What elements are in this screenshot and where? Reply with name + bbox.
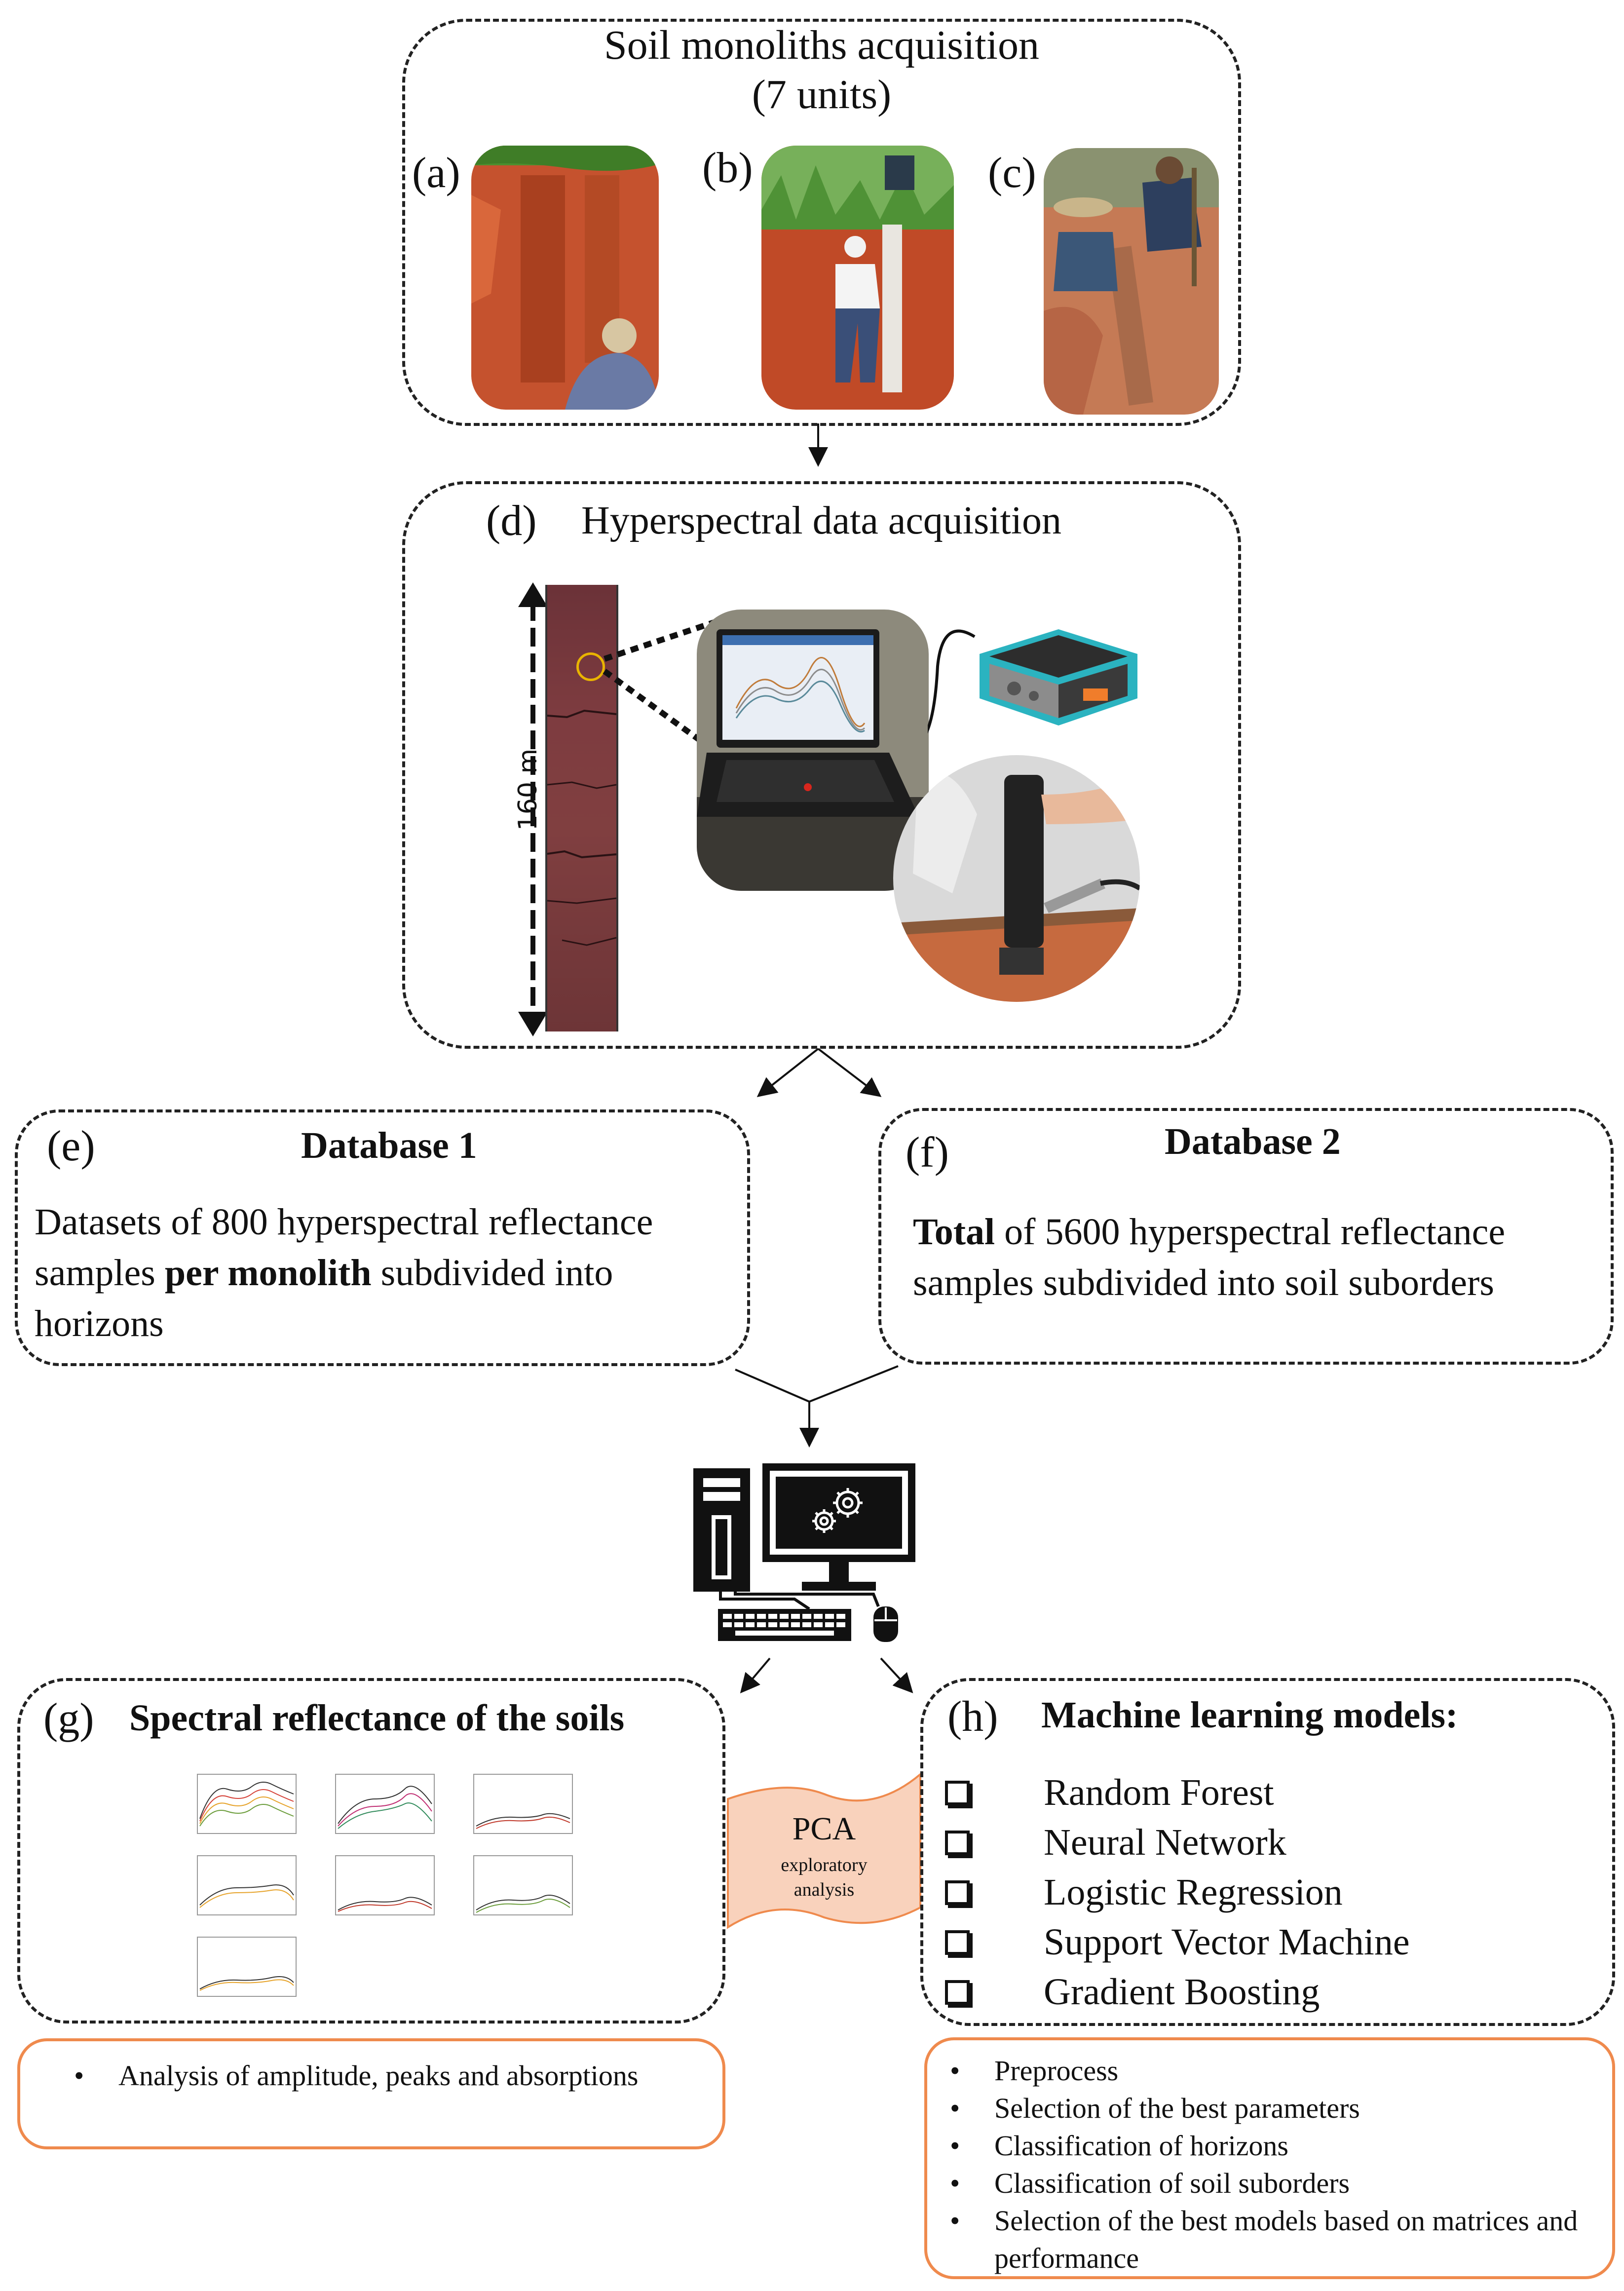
ml-models-list: Random Forest Neural Network Logistic Re…	[945, 1768, 1601, 2017]
database2-box	[878, 1108, 1614, 1365]
pca-line1: exploratory	[781, 1855, 868, 1875]
ml-model-label: Logistic Regression	[1044, 1871, 1343, 1913]
spectral-label: (g)	[43, 1695, 94, 1743]
photo-laptop-spectra	[697, 610, 929, 891]
checkbox-icon	[945, 1930, 970, 1955]
zoom-lines	[603, 609, 746, 758]
line-db2-to-merge	[809, 1365, 899, 1403]
ml-step-item: Classification of soil suborders	[930, 2165, 1606, 2202]
photo-label-b: (b)	[702, 144, 753, 192]
photo-monolith-field-c	[1044, 148, 1219, 415]
ml-model-label: Support Vector Machine	[1044, 1921, 1410, 1963]
photo-contact-probe	[893, 755, 1140, 1002]
pca-shape	[725, 1769, 923, 1937]
database1-label: (e)	[47, 1122, 95, 1170]
spectral-title: Spectral reflectance of the soils	[129, 1697, 625, 1739]
database1-title: Database 1	[301, 1125, 477, 1166]
ml-steps-box	[924, 2037, 1615, 2279]
pca-title: PCA	[792, 1811, 856, 1847]
spectral-notes-box	[17, 2038, 725, 2149]
line-db1-to-merge	[735, 1369, 810, 1403]
ml-steps-list: Preprocess Selection of the best paramet…	[930, 2052, 1606, 2277]
ml-model-label: Random Forest	[1044, 1772, 1274, 1813]
ml-model-gradient-boosting: Gradient Boosting	[945, 1967, 1601, 2017]
database1-box	[15, 1109, 750, 1366]
ml-step-item: Selection of the best parameters	[930, 2090, 1606, 2127]
acquisition-title: Soil monoliths acquisition (7 units)	[402, 21, 1241, 119]
arrow-hyper-to-db1	[756, 1048, 819, 1097]
hyperspectral-label: (d)	[486, 497, 537, 545]
database2-text: Total of 5600 hyperspectral reflectance …	[913, 1207, 1604, 1308]
hyperspectral-title: Hyperspectral data acquisition	[581, 499, 1061, 542]
ml-box	[920, 1678, 1615, 2026]
hyperspectral-box	[402, 481, 1241, 1049]
arrow-computer-to-spectral	[740, 1657, 771, 1694]
database2-text-bold: Total	[913, 1211, 995, 1253]
computer-icon	[691, 1458, 918, 1646]
database1-text-bold: per monolith	[164, 1252, 372, 1294]
ml-step-item: Preprocess	[930, 2052, 1606, 2090]
acquisition-title-line1: Soil monoliths acquisition	[604, 22, 1040, 68]
database1-text-part1: Datasets of 800 hyperspectral reflectanc…	[35, 1201, 653, 1294]
sampling-point-circle	[576, 652, 605, 681]
database2-title: Database 2	[1165, 1121, 1341, 1162]
ml-title: Machine learning models:	[1041, 1694, 1458, 1736]
pca-line2: analysis	[793, 1879, 855, 1900]
checkbox-icon	[945, 1880, 970, 1905]
ml-model-logistic-regression: Logistic Regression	[945, 1868, 1601, 1917]
checkbox-icon	[945, 1980, 970, 2005]
acquisition-box	[402, 19, 1241, 426]
spectral-notes-list: Analysis of amplitude, peaks and absorpt…	[54, 2057, 646, 2095]
depth-arrow	[518, 582, 548, 1036]
depth-label: 160 m	[513, 748, 543, 831]
gears-icon	[804, 1481, 873, 1540]
acquisition-title-line2: (7 units)	[752, 72, 892, 117]
ml-model-label: Neural Network	[1044, 1822, 1286, 1863]
ml-step-item: Classification of horizons	[930, 2127, 1606, 2165]
spectral-note-item: Analysis of amplitude, peaks and absorpt…	[54, 2057, 646, 2095]
photo-label-c: (c)	[988, 149, 1036, 197]
ml-model-neural-network: Neural Network	[945, 1818, 1601, 1868]
database2-label: (f)	[906, 1129, 949, 1177]
ml-model-label: Gradient Boosting	[1044, 1971, 1320, 2013]
arrow-hyper-to-db2	[817, 1048, 882, 1097]
spectroradiometer-device	[970, 619, 1147, 733]
database1-text-part2: subdivided into horizons	[35, 1252, 613, 1344]
ml-model-svm: Support Vector Machine	[945, 1917, 1601, 1967]
device-cable	[928, 629, 976, 734]
database1-text: Datasets of 800 hyperspectral reflectanc…	[35, 1197, 745, 1349]
checkbox-icon	[945, 1780, 970, 1805]
spectral-charts-figure	[188, 1769, 592, 2011]
photo-label-a: (a)	[412, 149, 460, 197]
spectral-box	[17, 1678, 725, 2024]
photo-soil-pit-b	[761, 146, 954, 410]
arrow-computer-to-ml	[880, 1657, 913, 1693]
ml-step-item: Selection of the best models based on ma…	[930, 2202, 1606, 2277]
checkbox-icon	[945, 1830, 970, 1855]
ml-model-random-forest: Random Forest	[945, 1768, 1601, 1818]
database2-text-part1: of 5600 hyperspectral reflectance sample…	[913, 1211, 1506, 1303]
photo-soil-pit-a	[471, 146, 659, 410]
ml-label: (h)	[947, 1693, 998, 1741]
